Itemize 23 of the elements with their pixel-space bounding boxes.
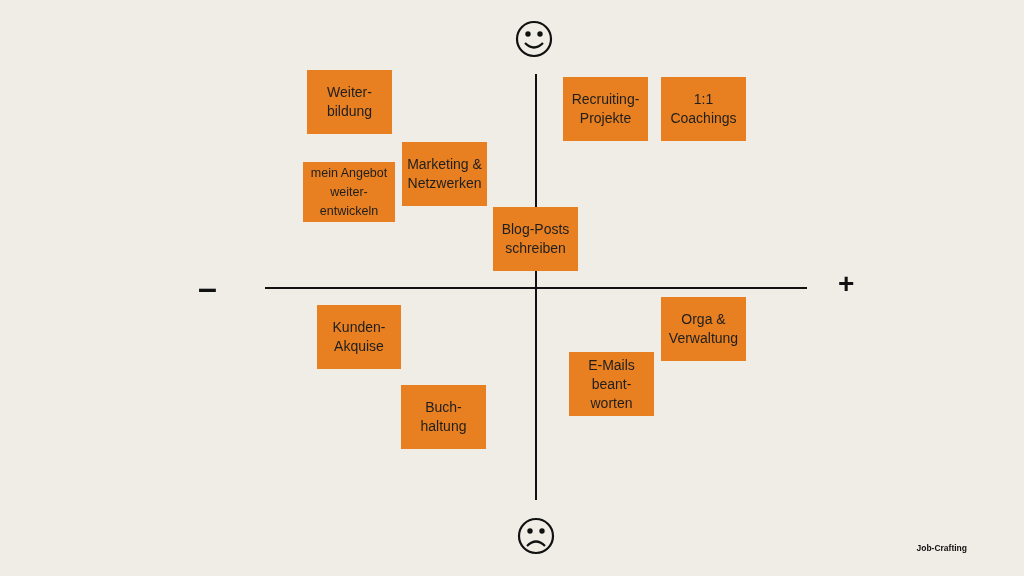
sticky-note [402,142,487,206]
sticky-note [563,77,648,141]
caption: Job-Crafting [916,543,967,553]
note-text: Blog-Posts schreiben [500,220,571,258]
note-text: Kunden- Akquise [331,318,387,356]
sticky-note [569,352,654,416]
note-text: 1:1 Coachings [669,90,738,128]
sticky-note [493,207,578,271]
sticky-note [661,297,746,361]
note-text: Orga & Verwaltung [667,310,740,348]
sticky-note [303,162,395,222]
note-text: Buch- haltung [419,398,468,436]
note-text: Marketing & Netzwerken [406,155,483,193]
sticky-note [307,70,392,134]
note-text: Weiter- bildung [325,83,374,121]
minus-sign: – [198,270,217,304]
note-text: Recruiting- Projekte [570,90,641,128]
sticky-note [317,305,401,369]
sticky-note [401,385,486,449]
note-text: mein Angebot weiter- entwickeln [309,164,389,220]
plus-sign: + [838,270,855,298]
note-text: E-Mails beant- worten [587,355,636,413]
sticky-note [661,77,746,141]
